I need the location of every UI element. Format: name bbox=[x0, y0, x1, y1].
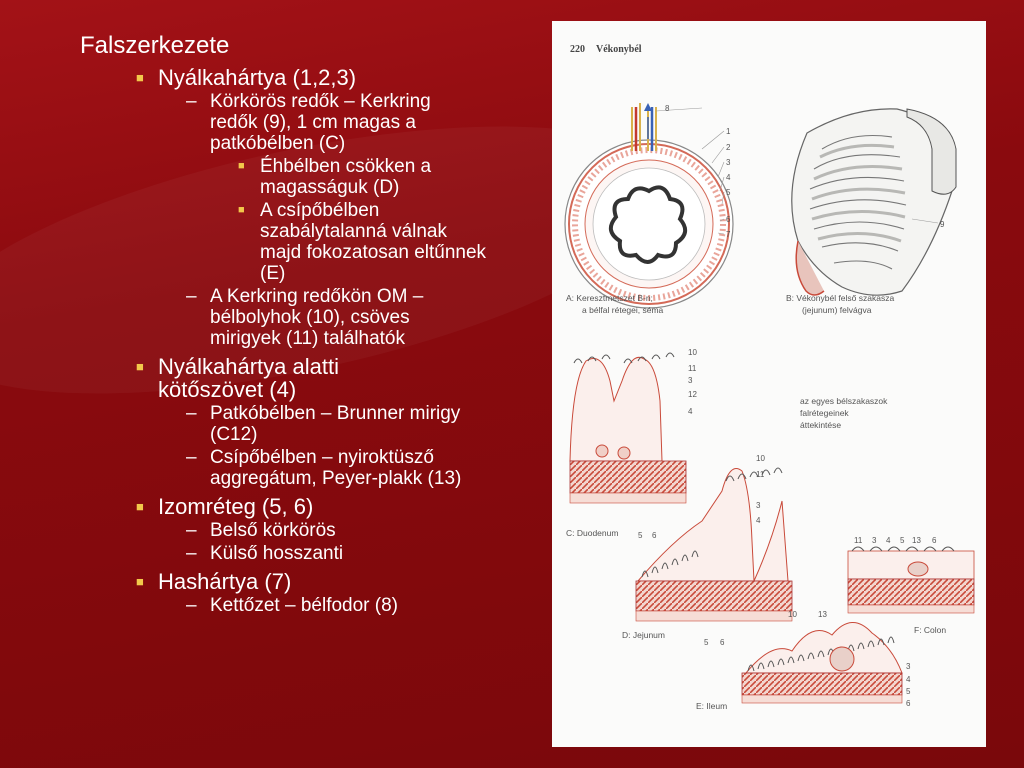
jejunum-section-diagram bbox=[635, 467, 793, 622]
label-d-5: 5 bbox=[704, 638, 709, 647]
label-e-3: 3 bbox=[906, 662, 911, 671]
colon-section-diagram bbox=[847, 546, 975, 614]
label-7: 7 bbox=[726, 230, 731, 239]
sub-bullet-outer-longitudinal: – Külső hosszanti bbox=[186, 543, 344, 564]
square-bullet-icon: ■ bbox=[136, 359, 144, 374]
square-bullet-icon: ■ bbox=[238, 204, 245, 216]
sub-bullet-villi: – A Kerkring redőkön OM – bélbolyhok (10… bbox=[186, 286, 424, 349]
label-2: 2 bbox=[726, 143, 731, 152]
bullet-serosa: ■ Hashártya (7) bbox=[136, 569, 292, 594]
sub-bullet-brunner: – Patkóbélben – Brunner mirigy (C12) bbox=[186, 403, 461, 445]
label-5: 5 bbox=[726, 188, 731, 197]
anatomy-figure: 220 Vékonybél 8 1 2 3 4 bbox=[552, 21, 986, 747]
label-4: 4 bbox=[726, 173, 731, 182]
square-bullet-icon: ■ bbox=[136, 499, 144, 514]
caption-a-line1: A: Keresztmetszet B-n; bbox=[566, 293, 653, 303]
dash-bullet-icon: – bbox=[186, 91, 197, 112]
ileum-section-diagram bbox=[741, 622, 903, 704]
square-bullet-icon: ■ bbox=[238, 160, 245, 172]
label-d-10: 10 bbox=[756, 454, 765, 463]
label-jejunum: D: Jejunum bbox=[622, 630, 665, 640]
square-bullet-icon: ■ bbox=[136, 574, 144, 589]
label-12: 12 bbox=[688, 390, 697, 399]
figure-page-number: 220 bbox=[570, 44, 585, 55]
label-f-11: 11 bbox=[854, 536, 863, 545]
sub-sub-bullet-ileum: ■ A csípőbélben szabálytalanná válnak ma… bbox=[238, 200, 487, 284]
label-6: 6 bbox=[726, 215, 731, 224]
label-f-13: 13 bbox=[912, 536, 921, 545]
dash-bullet-icon: – bbox=[186, 543, 197, 564]
label-e-4: 4 bbox=[906, 675, 911, 684]
slide-text: Falszerkezete ■ Nyálkahártya (1,2,3) – K… bbox=[80, 32, 540, 618]
label-c-4: 4 bbox=[688, 407, 693, 416]
label-9: 9 bbox=[940, 220, 945, 229]
label-f-4: 4 bbox=[886, 536, 891, 545]
label-e-6: 6 bbox=[906, 699, 911, 708]
label-c-6: 6 bbox=[652, 531, 657, 540]
label-f-6: 6 bbox=[932, 536, 937, 545]
label-1: 1 bbox=[726, 127, 731, 136]
square-bullet-icon: ■ bbox=[136, 70, 144, 85]
caption-b-line1: B: Vékonybél felső szakasza bbox=[786, 293, 894, 303]
label-d-4: 4 bbox=[756, 516, 761, 525]
label-colon: F: Colon bbox=[914, 625, 946, 635]
dash-bullet-icon: – bbox=[186, 447, 197, 468]
dash-bullet-icon: – bbox=[186, 286, 197, 307]
label-f-3: 3 bbox=[872, 536, 877, 545]
bullet-mucosa: ■ Nyálkahártya (1,2,3) bbox=[136, 65, 357, 90]
dash-bullet-icon: – bbox=[186, 403, 197, 424]
opened-jejunum-diagram bbox=[791, 108, 957, 296]
label-d-6: 6 bbox=[720, 638, 725, 647]
slide-title: Falszerkezete bbox=[80, 32, 230, 59]
label-8: 8 bbox=[665, 104, 670, 113]
label-e-5: 5 bbox=[906, 687, 911, 696]
note-line2: falrétegeinek bbox=[800, 408, 849, 418]
label-10: 10 bbox=[688, 348, 697, 357]
label-3: 3 bbox=[726, 158, 731, 167]
duodenum-section-diagram bbox=[569, 352, 687, 504]
label-e-10: 10 bbox=[788, 610, 797, 619]
figure-header-title: Vékonybél bbox=[596, 44, 642, 55]
label-11: 11 bbox=[688, 364, 697, 373]
sub-bullet-kerkring: – Körkörös redők – Kerkring redők (9), 1… bbox=[186, 91, 431, 154]
label-e-13: 13 bbox=[818, 610, 827, 619]
label-d-11: 11 bbox=[756, 470, 765, 479]
bullet-submucosa: ■ Nyálkahártya alatti kötőszövet (4) bbox=[136, 354, 339, 402]
label-f-5: 5 bbox=[900, 536, 905, 545]
cross-section-diagram bbox=[564, 103, 734, 309]
anatomy-illustration: 220 Vékonybél 8 1 2 3 4 bbox=[564, 44, 975, 711]
note-line1: az egyes bélszakaszok bbox=[800, 396, 888, 406]
bullet-muscle: ■ Izomréteg (5, 6) bbox=[136, 494, 314, 519]
sub-bullet-peyer: – Csípőbélben – nyiroktüsző aggregátum, … bbox=[186, 447, 462, 489]
label-duodenum: C: Duodenum bbox=[566, 528, 618, 538]
sub-bullet-mesentery: – Kettőzet – bélfodor (8) bbox=[186, 595, 398, 616]
sub-bullet-inner-circular: – Belső körkörös bbox=[186, 520, 336, 541]
dash-bullet-icon: – bbox=[186, 520, 197, 541]
label-d-3: 3 bbox=[756, 501, 761, 510]
caption-a-line2: a bélfal rétegei, séma bbox=[582, 305, 664, 315]
label-ileum: E: Ileum bbox=[696, 701, 727, 711]
sub-sub-bullet-jejunum: ■ Éhbélben csökken a magasságuk (D) bbox=[238, 156, 432, 198]
note-line3: áttekintése bbox=[800, 420, 841, 430]
label-c-3: 3 bbox=[688, 376, 693, 385]
label-c-5: 5 bbox=[638, 531, 643, 540]
dash-bullet-icon: – bbox=[186, 595, 197, 616]
caption-b-line2: (jejunum) felvágva bbox=[802, 305, 872, 315]
